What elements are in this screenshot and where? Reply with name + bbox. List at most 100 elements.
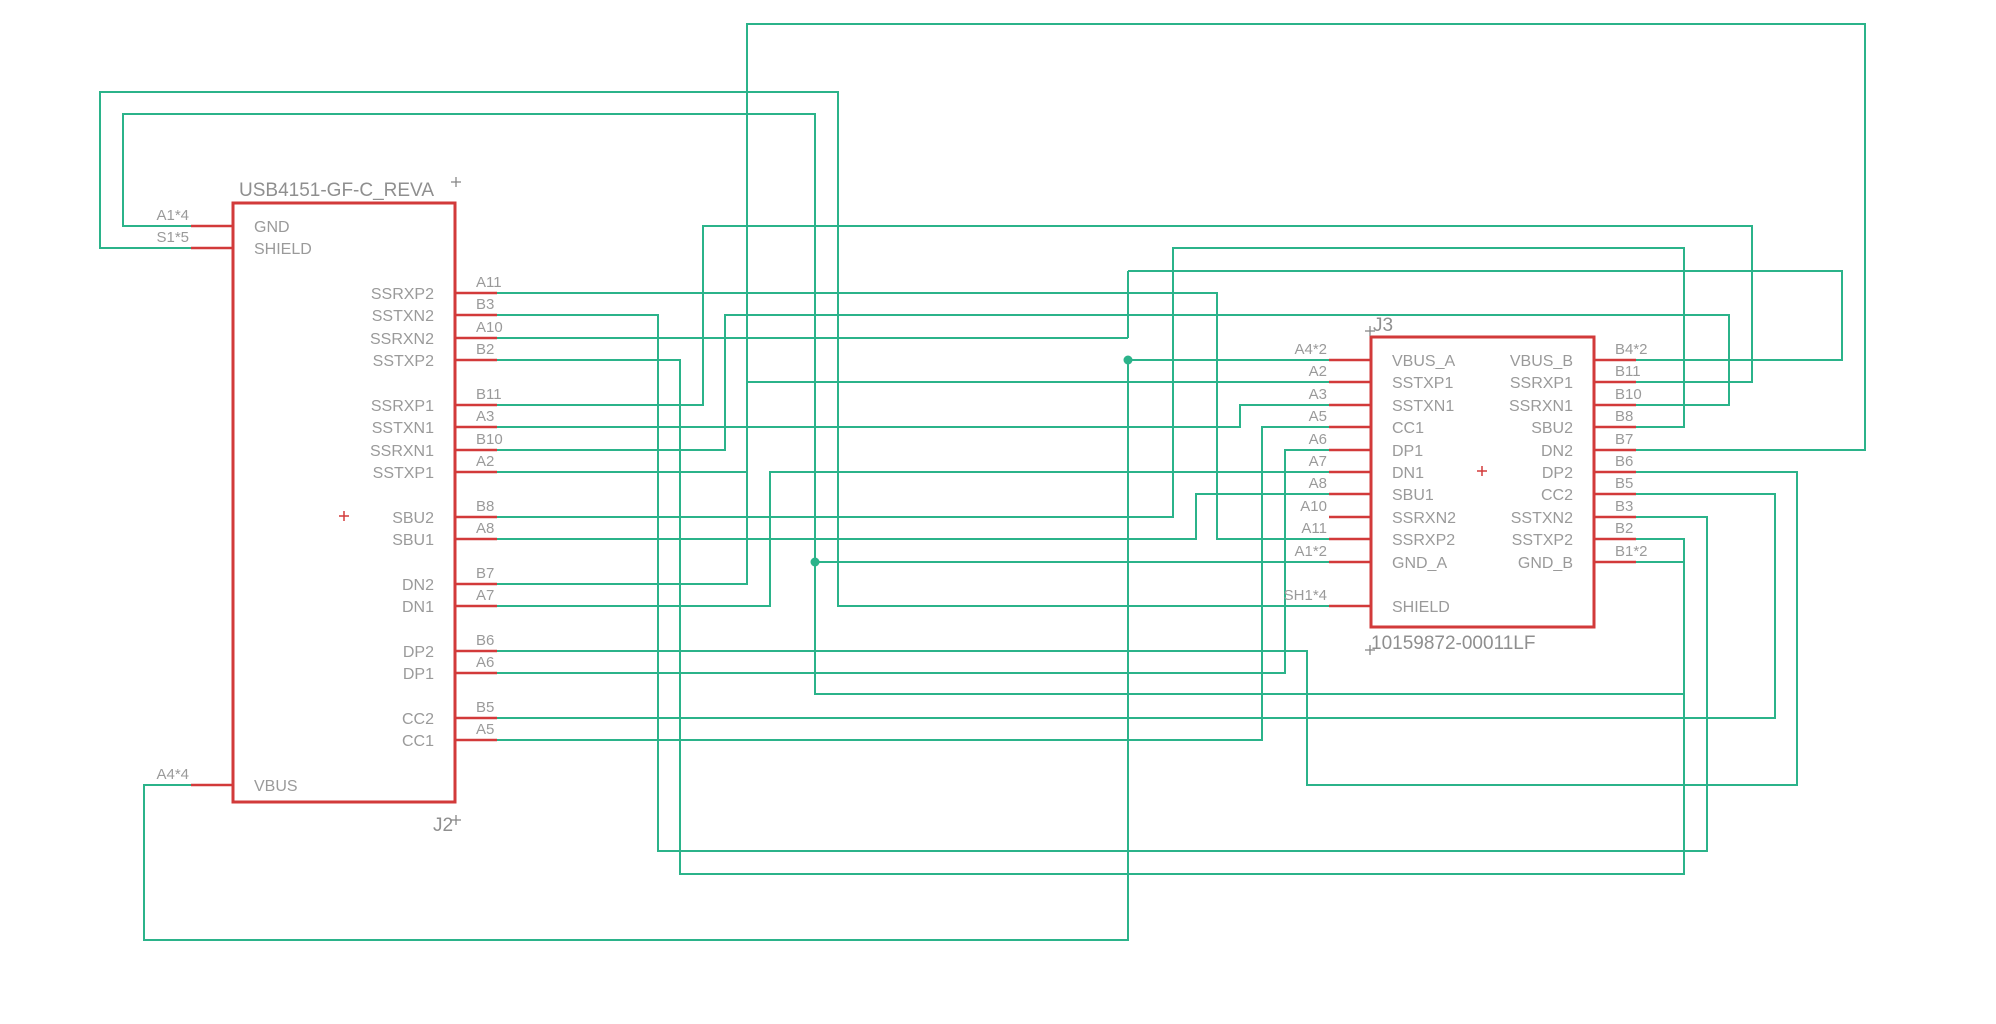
- pin-name: SSTXN2: [1511, 510, 1573, 527]
- pin-number: B10: [1615, 386, 1642, 403]
- pin-number: A5: [1309, 408, 1327, 425]
- pin-number: SH1*4: [1284, 587, 1327, 604]
- pin-name: DP2: [1542, 465, 1573, 482]
- pin-name: CC1: [402, 733, 434, 750]
- pin-number: A3: [1309, 386, 1327, 403]
- pin-name: SSTXP2: [373, 353, 434, 370]
- net-dp2-wire: [455, 471, 1798, 786]
- pin-name: SSTXP1: [1392, 375, 1453, 392]
- pin-number: A2: [1309, 363, 1327, 380]
- net-sbu2-wire: [455, 247, 1685, 518]
- pin-name: SSRXP1: [1510, 375, 1573, 392]
- junctions: [810, 355, 1133, 567]
- net-cc1-wire: [455, 426, 1371, 741]
- net-shield-wire: [99, 91, 1371, 607]
- pin-name: SBU2: [392, 510, 434, 527]
- pin-number: B2: [1615, 520, 1633, 537]
- net-sstxn1-wire: [455, 404, 1371, 428]
- j3-designator-label: J3: [1373, 315, 1393, 336]
- net-ssrxp2-wire: [455, 292, 1371, 540]
- net-vbus-b-wire: [1128, 270, 1843, 361]
- pin-number: A10: [476, 319, 503, 336]
- pin-name: SBU1: [1392, 487, 1434, 504]
- net-sstxp2-wire: [455, 359, 1685, 875]
- origin-cross-icon: [1365, 326, 1375, 655]
- pin-number: B6: [1615, 453, 1633, 470]
- pin-name: SSTXP2: [1512, 532, 1573, 549]
- pin-name: SHIELD: [1392, 599, 1450, 616]
- pin-number: A10: [1300, 498, 1327, 515]
- pin-number: B11: [476, 386, 502, 403]
- pin-number: A3: [476, 408, 494, 425]
- center-cross-icon: [339, 511, 349, 521]
- connector-j3[interactable]: J3 10159872-00011LF A4*2VBUS_AA2SSTXP1A3…: [1284, 315, 1648, 655]
- pin-number: B5: [476, 699, 494, 716]
- pin-number: B7: [1615, 431, 1633, 448]
- pin-name: GND: [254, 219, 290, 236]
- net-dn1-wire: [455, 471, 1371, 607]
- pin-name: SBU2: [1531, 420, 1573, 437]
- pin-name: CC2: [402, 711, 434, 728]
- pin-name: VBUS_B: [1510, 353, 1573, 370]
- pin-name: SSRXN1: [370, 443, 434, 460]
- pin-name: DP1: [1392, 443, 1423, 460]
- pin-name: DN1: [402, 599, 434, 616]
- pin-name: SSTXN1: [1392, 398, 1454, 415]
- pin-name: SBU1: [392, 532, 434, 549]
- pin-name: CC2: [1541, 487, 1573, 504]
- connector-j2[interactable]: USB4151-GF-C_REVA J2 A1*4GNDS1*5SHIELDA4…: [156, 177, 503, 836]
- j2-body: [231, 201, 457, 804]
- pin-name: SSRXN2: [370, 331, 434, 348]
- pin-name: SSTXP1: [373, 465, 434, 482]
- pin-number: A7: [476, 587, 494, 604]
- pin-name: SSRXN1: [1509, 398, 1573, 415]
- pin-number: B5: [1615, 475, 1633, 492]
- pin-number: B2: [476, 341, 494, 358]
- net-wires: [99, 23, 1866, 941]
- junction-dot: [810, 557, 820, 567]
- pin-name: DN2: [402, 577, 434, 594]
- net-vbus-wire: [143, 359, 1371, 941]
- pin-name: DP2: [403, 644, 434, 661]
